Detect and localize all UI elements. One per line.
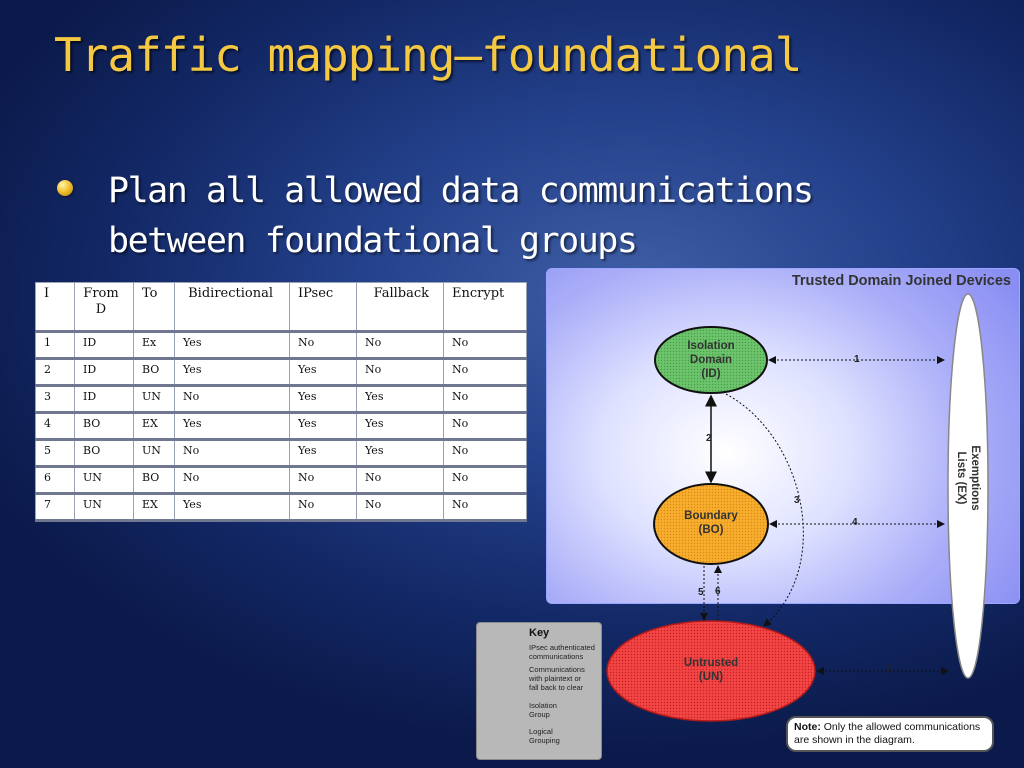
- edge-label-7: 7: [886, 664, 892, 675]
- cell: UN: [74, 493, 134, 522]
- cell: BO: [74, 412, 134, 441]
- cell: Yes: [356, 412, 444, 441]
- bullet-text: Plan all allowed data communications bet…: [108, 171, 814, 261]
- col-header-ipsec: IPsec: [289, 282, 357, 333]
- table-row: 6 UN BO No No No No: [35, 466, 527, 495]
- slide-title: Traffic mapping—foundational: [54, 28, 802, 82]
- note-prefix: Note:: [794, 721, 821, 733]
- col-header-from: FromD: [74, 282, 134, 333]
- isolation-label: Isolation Domain (ID): [687, 340, 735, 380]
- cell: Ex: [133, 331, 175, 360]
- cell: No: [443, 385, 527, 414]
- cell: Yes: [289, 412, 357, 441]
- col-header-bidirectional: Bidirectional: [174, 282, 290, 333]
- edge-3: [725, 393, 804, 627]
- edge-label-2: 2: [706, 433, 712, 444]
- cell: Yes: [356, 385, 444, 414]
- cell: 7: [35, 493, 75, 522]
- table-row: 5 BO UN No Yes Yes No: [35, 439, 527, 468]
- cell: Yes: [289, 358, 357, 387]
- col-header-index: I: [35, 282, 75, 333]
- cell: No: [289, 331, 357, 360]
- trusted-domain-area: Trusted Domain Joined Devices: [546, 268, 1020, 604]
- cell: Yes: [289, 439, 357, 468]
- cell: No: [443, 466, 527, 495]
- cell: Yes: [174, 358, 290, 387]
- cell: No: [174, 466, 290, 495]
- cell: BO: [74, 439, 134, 468]
- edge-label-1: 1: [854, 354, 860, 365]
- edge-label-6: 6: [715, 586, 721, 597]
- untrusted-node: [606, 620, 816, 722]
- table-row: 7 UN EX Yes No No No: [35, 493, 527, 522]
- cell: EX: [133, 412, 175, 441]
- table-row: 3 ID UN No Yes Yes No: [35, 385, 527, 414]
- table-row: 1 ID Ex Yes No No No: [35, 331, 527, 360]
- cell: No: [174, 385, 290, 414]
- cell: EX: [133, 493, 175, 522]
- cell: No: [356, 493, 444, 522]
- table-header-row: I FromD To Bidirectional IPsec Fallback …: [35, 282, 527, 333]
- boundary-node: [653, 483, 769, 565]
- cell: 3: [35, 385, 75, 414]
- col-header-fallback: Fallback: [356, 282, 444, 333]
- note-text: Only the allowed communications are show…: [794, 721, 981, 746]
- table-row: 4 BO EX Yes Yes Yes No: [35, 412, 527, 441]
- cell: UN: [74, 466, 134, 495]
- cell: No: [443, 331, 527, 360]
- cell: 5: [35, 439, 75, 468]
- cell: 1: [35, 331, 75, 360]
- cell: Yes: [289, 385, 357, 414]
- untrusted-label: Untrusted (UN): [683, 657, 739, 683]
- col-header-to: To: [133, 282, 175, 333]
- traffic-diagram: Trusted Domain Joined Devices: [474, 266, 1024, 768]
- cell: 4: [35, 412, 75, 441]
- cell: ID: [74, 358, 134, 387]
- cell: UN: [133, 439, 175, 468]
- key-title: Key: [529, 627, 550, 639]
- cell: ID: [74, 331, 134, 360]
- exemptions-label: Exemptions Lists (EX): [955, 445, 981, 511]
- bullet-icon: [57, 180, 73, 196]
- cell: Yes: [356, 439, 444, 468]
- cell: Yes: [174, 412, 290, 441]
- cell: No: [356, 358, 444, 387]
- cell: No: [356, 331, 444, 360]
- cell: UN: [133, 385, 175, 414]
- cell: 2: [35, 358, 75, 387]
- diagram-note: Note: Only the allowed communications ar…: [786, 716, 994, 752]
- cell: No: [443, 493, 527, 522]
- cell: No: [174, 439, 290, 468]
- cell: No: [443, 412, 527, 441]
- boundary-label: Boundary (BO): [684, 510, 738, 536]
- cell: BO: [133, 466, 175, 495]
- edge-label-5: 5: [698, 587, 704, 598]
- communications-table: I FromD To Bidirectional IPsec Fallback …: [35, 282, 527, 522]
- cell: No: [443, 358, 527, 387]
- edge-label-3: 3: [794, 495, 800, 506]
- cell: 6: [35, 466, 75, 495]
- col-header-encrypt: Encrypt: [443, 282, 527, 333]
- cell: ID: [74, 385, 134, 414]
- cell: BO: [133, 358, 175, 387]
- exemptions-node: [947, 293, 989, 679]
- cell: Yes: [174, 331, 290, 360]
- table-row: 2 ID BO Yes Yes No No: [35, 358, 527, 387]
- trusted-domain-title: Trusted Domain Joined Devices: [791, 273, 1011, 289]
- cell: No: [289, 493, 357, 522]
- cell: No: [443, 439, 527, 468]
- cell: No: [356, 466, 444, 495]
- cell: Yes: [174, 493, 290, 522]
- cell: No: [289, 466, 357, 495]
- edge-label-4: 4: [852, 517, 858, 528]
- isolation-node: [654, 326, 768, 394]
